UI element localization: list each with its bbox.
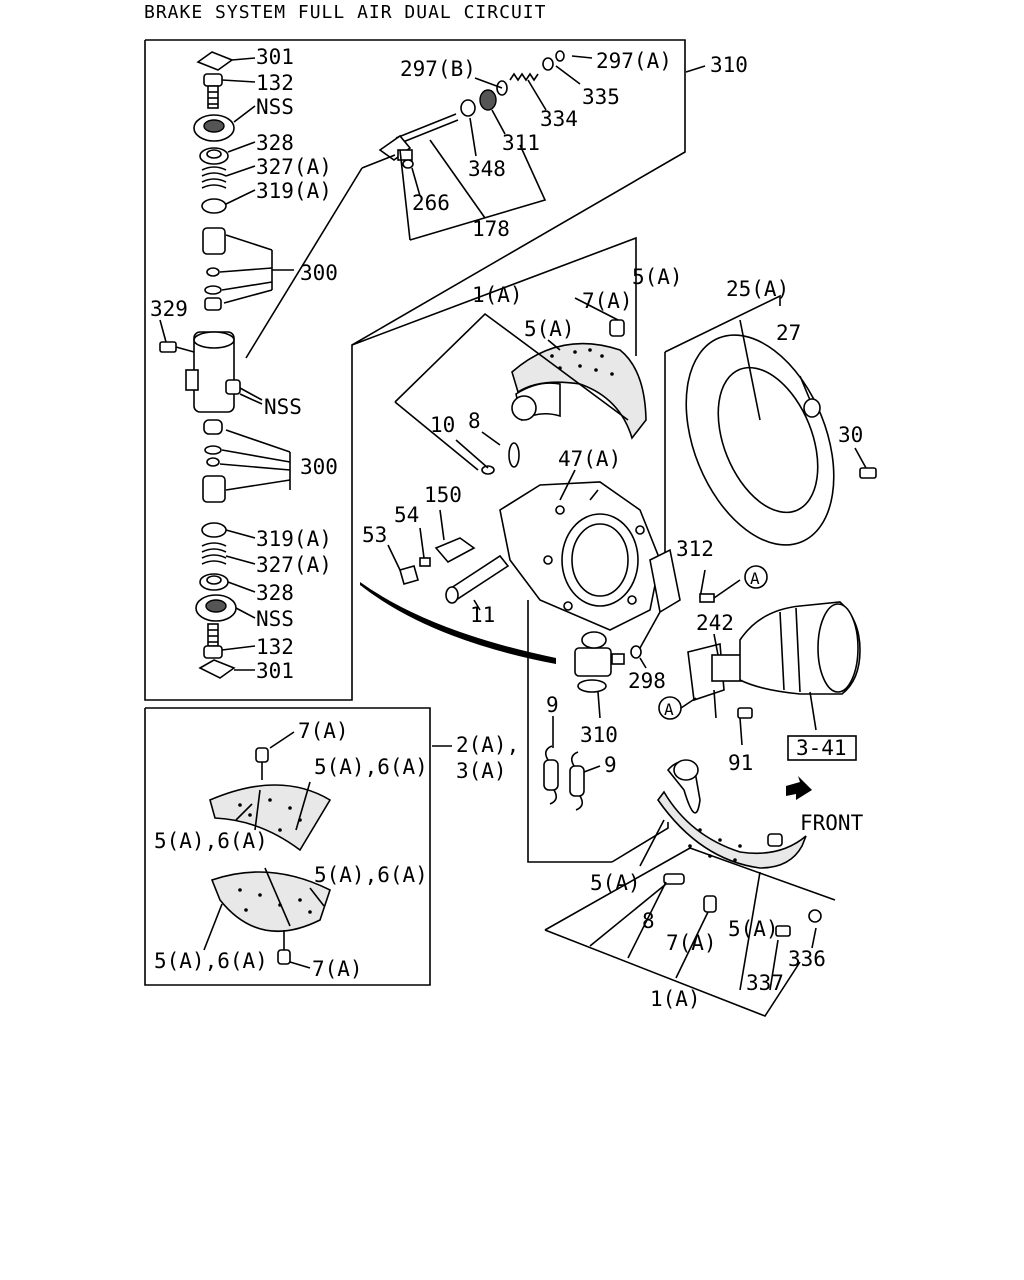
brake-chamber (658, 565, 861, 746)
label-348: 348 (468, 157, 506, 181)
upper-brake-shoe (351, 236, 647, 475)
label-1a-top: 1(A) (472, 283, 523, 307)
label-10: 10 (430, 413, 455, 437)
label-7a-top: 7(A) (582, 289, 633, 313)
label-301-top: 301 (256, 45, 294, 69)
label-319a-bot: 319(A) (256, 527, 332, 551)
label-266: 266 (412, 191, 450, 215)
label-297a: 297(A) (596, 49, 672, 73)
label-7a-inset-bot: 7(A) (312, 957, 363, 981)
brake-spider (499, 469, 681, 863)
label-25a: 25(A) (726, 277, 789, 301)
label-8-top: 8 (468, 409, 481, 433)
front-arrow-icon (786, 776, 812, 800)
label-327a-bot: 327(A) (256, 553, 332, 577)
valve-body (159, 331, 263, 413)
label-nss-3: NSS (256, 607, 294, 631)
label-132-bot: 132 (256, 635, 294, 659)
label-30: 30 (838, 423, 863, 447)
label-328-top: 328 (256, 131, 294, 155)
lining-inset-panel (144, 707, 452, 986)
label-5a6a-1: 5(A),6(A) (314, 755, 428, 779)
label-150: 150 (424, 483, 462, 507)
label-7a-low: 7(A) (666, 931, 717, 955)
label-11: 11 (470, 603, 495, 627)
label-5a-top: 5(A) (632, 265, 683, 289)
valve-stack-top-parts (193, 51, 294, 311)
anchor-pins (387, 489, 599, 611)
label-9-b: 9 (604, 753, 617, 777)
label-5a-mid: 5(A) (524, 317, 575, 341)
label-301-bot: 301 (256, 659, 294, 683)
label-47a: 47(A) (558, 447, 621, 471)
label-nss-1: NSS (256, 95, 294, 119)
label-337: 337 (746, 971, 784, 995)
label-132-top: 132 (256, 71, 294, 95)
lower-brake-shoe (544, 759, 836, 1017)
label-5a6a-2: 5(A),6(A) (154, 829, 268, 853)
label-334: 334 (540, 107, 578, 131)
label-312: 312 (676, 537, 714, 561)
label-329: 329 (150, 297, 188, 321)
label-311: 311 (502, 131, 540, 155)
return-springs (543, 716, 857, 811)
label-5a-low: 5(A) (590, 871, 641, 895)
label-310-top: 310 (710, 53, 748, 77)
label-front: FRONT (800, 811, 864, 835)
label-54: 54 (394, 503, 419, 527)
label-53: 53 (362, 523, 387, 547)
label-9-a: 9 (546, 693, 559, 717)
label-5a-low2: 5(A) (728, 917, 779, 941)
label-91: 91 (728, 751, 753, 775)
label-336: 336 (788, 947, 826, 971)
lower-valve (574, 611, 661, 719)
label-242: 242 (696, 611, 734, 635)
label-327a-top: 327(A) (256, 155, 332, 179)
diagram-title: BRAKE SYSTEM FULL AIR DUAL CIRCUIT (144, 2, 547, 23)
label-178: 178 (472, 217, 510, 241)
label-328-bot: 328 (256, 581, 294, 605)
slack-adjuster-rod-assembly (245, 50, 706, 359)
label-300-top: 300 (300, 261, 338, 285)
label-circle-a-2: A (664, 700, 674, 719)
label-310-bot: 310 (580, 723, 618, 747)
label-319a-top: 319(A) (256, 179, 332, 203)
flow-pointer (360, 582, 556, 664)
label-297b: 297(B) (400, 57, 476, 81)
label-1a-low: 1(A) (650, 987, 701, 1011)
label-7a-inset: 7(A) (298, 719, 349, 743)
label-ref-3-41[interactable]: 3-41 (796, 736, 847, 760)
valve-stack-leaders (159, 57, 263, 671)
label-5a6a-4: 5(A),6(A) (154, 949, 268, 973)
label-27: 27 (776, 321, 801, 345)
label-2a: 2(A), (456, 733, 519, 757)
label-nss-2: NSS (264, 395, 302, 419)
label-circle-a-1: A (750, 569, 760, 588)
part-number-labels: 301 132 NSS 328 327(A) 319(A) 300 329 NS… (150, 45, 864, 1011)
label-3a: 3(A) (456, 759, 507, 783)
label-8-low: 8 (642, 909, 655, 933)
label-335: 335 (582, 85, 620, 109)
valve-stack-bottom-parts (195, 419, 291, 679)
label-300-bot: 300 (300, 455, 338, 479)
dust-shield (664, 294, 877, 570)
label-298: 298 (628, 669, 666, 693)
label-5a6a-3: 5(A),6(A) (314, 863, 428, 887)
